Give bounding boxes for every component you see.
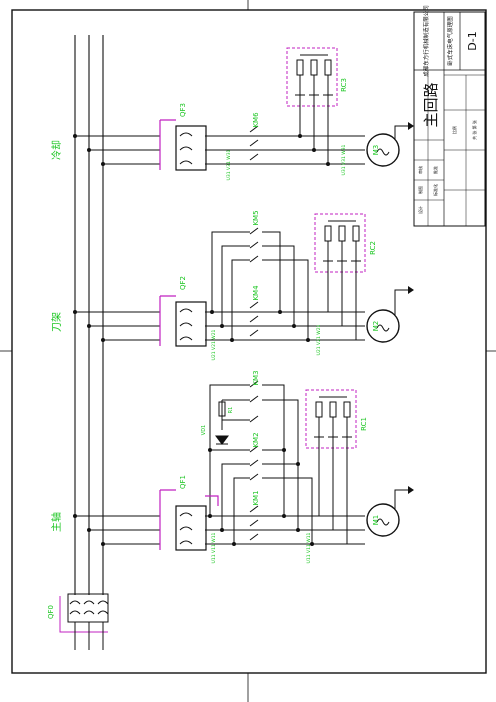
coolant-branch: QF3 KM6 RC3 M3 U31 V31 W31 U31 V31 W31 冷…: [50, 47, 414, 180]
rc3-label: RC3: [340, 78, 348, 92]
motor-m2: [366, 309, 400, 343]
main-breaker-qf0: QF0: [47, 593, 109, 650]
km2-label: KM2: [252, 432, 260, 447]
m1-label: M1: [372, 515, 380, 526]
sheet-title: 主回路: [422, 82, 440, 127]
rc1-label: RC1: [360, 417, 368, 431]
main-bus: [74, 35, 104, 595]
km5-label: KM5: [252, 210, 260, 225]
vd1-label: VD1: [201, 425, 207, 435]
qf3-label: QF3: [179, 103, 187, 117]
brake-resistor: [218, 401, 226, 417]
title-block-label-4: 标准化: [432, 184, 438, 196]
turret-wires-2: U21 V21 W21: [316, 324, 322, 355]
drawing-code: D-1: [466, 31, 479, 50]
motor-m1: [366, 503, 400, 537]
rc1-block: [305, 389, 357, 449]
km1-label: KM1: [252, 490, 260, 505]
km4-label: KM4: [252, 285, 260, 301]
m2-label: M2: [372, 321, 380, 332]
title-block-label-2: 制图: [417, 186, 423, 194]
qf2-label: QF2: [179, 276, 187, 290]
motor-m3: [366, 133, 400, 167]
title-block-label-5: 批准: [432, 166, 438, 174]
qf3-breaker: [175, 125, 207, 171]
m3-label: M3: [372, 145, 380, 156]
company-name: 成都东方行机械制造有限公司: [422, 5, 430, 77]
title-block-label-6: 比例: [451, 126, 457, 134]
spindle-wires: U11 V11 W11: [211, 532, 217, 563]
r1-label: R1: [228, 407, 234, 414]
title-block: 成都东方行机械制造有限公司 卧式车床电气原理图 D-1 主回路 设计 制图 审核…: [413, 5, 486, 227]
title-block-label-3: 审核: [417, 166, 423, 174]
rc2-label: RC2: [369, 241, 377, 255]
spindle-wires-2: U11 V11 W11: [306, 532, 312, 563]
title-block-label-7: 共 张 第 张: [471, 120, 477, 140]
coolant-section-label: 冷却: [50, 140, 63, 160]
coolant-wires: U31 V31 W31: [226, 149, 232, 180]
spindle-branch: R1 VD1 QF1 KM1 KM2 KM3 RC1 M1 U11 V11: [50, 370, 414, 563]
qf2-breaker: [175, 301, 207, 347]
brake-diode: [215, 435, 229, 445]
turret-branch: QF2 KM4 KM5 RC2 M2 U21 V21 W21 U21 V21 W…: [51, 210, 414, 360]
qf1-label: QF1: [179, 475, 187, 489]
project-name: 卧式车床电气原理图: [446, 16, 454, 66]
qf0-label: QF0: [47, 605, 55, 619]
title-block-label-1: 设计: [417, 206, 423, 214]
rc3-block: [286, 47, 338, 107]
km6-label: KM6: [252, 112, 260, 128]
spindle-section-label: 主轴: [50, 512, 63, 532]
km3-label: KM3: [252, 370, 260, 385]
coolant-wires-2: U31 V31 W31: [341, 144, 347, 175]
turret-wires: U21 V21 W21: [211, 329, 217, 360]
qf1-breaker: [175, 505, 207, 551]
rc2-block: [314, 213, 366, 273]
turret-section-label: 刀架: [51, 312, 63, 332]
